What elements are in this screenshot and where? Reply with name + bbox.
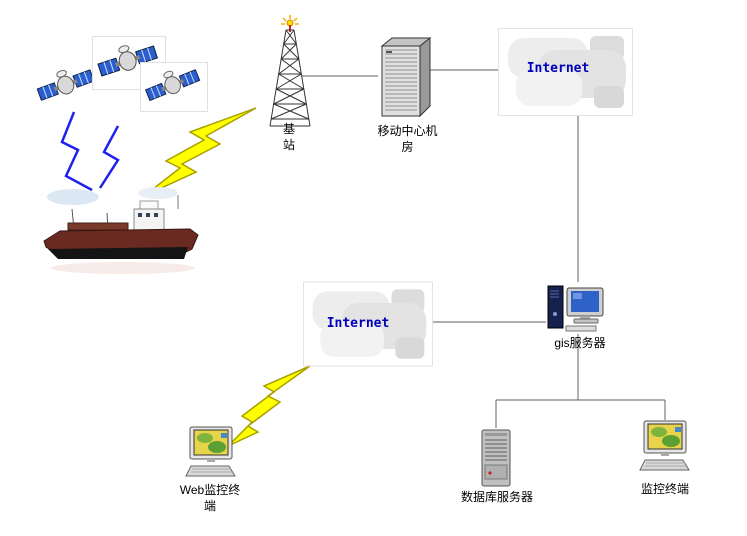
base-station-tower-icon (262, 14, 318, 132)
database-server-label: 数据库服务器 (460, 490, 533, 504)
lightning-internet-webterminal (227, 365, 311, 447)
satellite-icon (35, 62, 97, 110)
internet-cloud-top: Internet (498, 28, 633, 116)
lightning-satellite-ship-1 (60, 111, 93, 192)
web-terminal-label: Web监控终 端 (179, 483, 241, 513)
base-station-label: 基 站 (282, 122, 295, 152)
lightning-satellite-ship-2 (98, 125, 120, 189)
gis-server-icon (546, 282, 608, 334)
mobile-center-rack-icon (376, 36, 434, 124)
database-server-icon (479, 428, 513, 488)
mobile-center-label: 移动中心机 房 (377, 124, 438, 154)
internet-top-label: Internet (526, 61, 590, 76)
monitor-terminal-icon (637, 420, 693, 478)
web-terminal-icon (183, 426, 239, 484)
internet-mid-label: Internet (326, 316, 390, 331)
internet-cloud-mid: Internet (303, 278, 433, 370)
monitor-terminal-label: 监控终端 (640, 482, 689, 496)
blue-lightning-group (60, 111, 120, 192)
ship-image (38, 183, 206, 281)
connector-group (302, 69, 666, 428)
gis-server-label: gis服务器 (554, 336, 606, 350)
satellite-icon (140, 62, 208, 112)
